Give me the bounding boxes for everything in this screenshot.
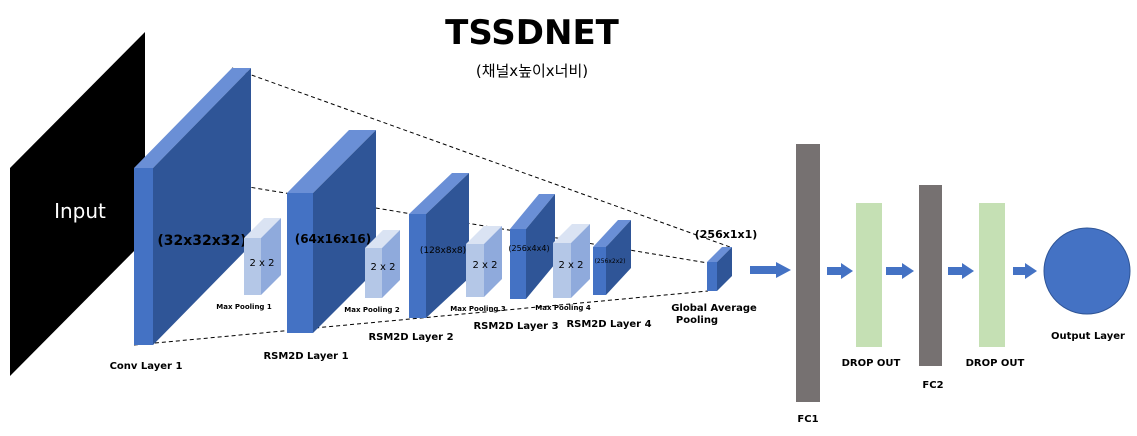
max-pooling-2-side-face [382,230,400,298]
max-pooling-1-label: Max Pooling 1 [216,303,272,311]
rsm2d-layer-2-label: RSM2D Layer 2 [368,332,453,343]
gap-side-face [717,247,732,291]
rsm2d-layer-4-front-face [593,247,606,295]
max-pooling-3-label: Max Pooling 3 [450,305,506,313]
max-pooling-2-kernel: 2 x 2 [371,262,396,273]
rsm2d-layer-2-dims: (128x8x8) [420,246,466,256]
rsm2d-layer-1-top-face [287,130,376,193]
rsm2d-layer-3-label: RSM2D Layer 3 [473,321,558,332]
rsm2d-layer-1-front-face [287,193,313,333]
flow-arrows [750,262,1037,279]
diagram-subtitle: (채널x높이x너비) [476,62,588,80]
max-pooling-1-front-face [244,238,261,295]
rsm2d-layer-4-label: RSM2D Layer 4 [566,319,651,330]
global-average-pooling-block [707,247,732,291]
gap-front-face [707,262,717,291]
rsm2d-layer-1-side-face [313,130,376,333]
rsm2d-layer-4-top-face [593,220,631,247]
rsm2d-layer-1-label: RSM2D Layer 1 [263,351,348,362]
max-pooling-2-block [365,230,400,298]
max-pooling-3-kernel: 2 x 2 [473,260,498,271]
gap-top-face [707,247,732,262]
conv-layer-1-dims: (32x32x32) [157,233,246,249]
fc1-label: FC1 [797,414,818,425]
arrow-dropout1-to-fc2 [886,263,914,279]
conv-layer-1-label: Conv Layer 1 [110,361,183,372]
rsm2d-layer-1-block [287,130,376,333]
output-layer-circle [1043,227,1131,315]
max-pooling-2-front-face [365,248,382,298]
rsm2d-layer-3-front-face [510,229,526,299]
dropout-1-bar [856,203,882,347]
conv-layer-1-top-face [134,68,251,168]
max-pooling-4-kernel: 2 x 2 [559,260,584,271]
max-pooling-1-block [244,218,281,295]
max-pooling-3-side-face [484,226,502,297]
rsm2d-layer-3-dims: (256x4x4) [508,244,549,253]
input-panel [10,32,145,376]
conv-layer-1-side-face [153,68,251,345]
max-pooling-1-side-face [261,218,281,295]
max-pooling-4-side-face [571,224,590,298]
arrow-fc1-to-dropout1 [827,263,853,279]
fc1-bar [796,144,820,402]
output-layer-label: Output Layer [1051,331,1125,342]
max-pooling-4-label: Max Pooling 4 [535,304,591,312]
rsm2d-layer-3-top-face [510,194,555,229]
input-label: Input [54,199,106,223]
diagram-title: TSSDNET [445,13,620,53]
rsm2d-layer-3-block [510,194,555,299]
gap-dims: (256x1x1) [695,228,758,241]
max-pooling-4-block [553,224,590,298]
rsm2d-layer-2-side-face [426,173,469,318]
rsm2d-layer-3-side-face [526,194,555,299]
max-pooling-1-kernel: 2 x 2 [250,258,275,269]
conv-layer-1-front-face [134,168,153,345]
max-pooling-4-top-face [553,224,590,243]
max-pooling-2-top-face [365,230,400,248]
arrow-dropout2-to-output [1013,263,1037,279]
max-pooling-3-top-face [466,226,502,244]
rsm2d-layer-2-front-face [409,214,426,318]
rsm2d-layer-4-dims: (256x2x2) [595,258,626,265]
rsm2d-layer-1-dims: (64x16x16) [295,232,372,246]
fc2-bar [919,185,942,366]
max-pooling-4-front-face [553,243,571,298]
rsm2d-layer-4-side-face [606,220,631,295]
max-pooling-3-block [466,226,502,297]
max-pooling-2-label: Max Pooling 2 [344,306,400,314]
arrow-fc2-to-dropout2 [948,263,974,279]
max-pooling-3-front-face [466,244,484,297]
max-pooling-1-top-face [244,218,281,238]
gap-label-line1: Global Average [671,303,757,314]
dropout-1-label: DROP OUT [842,358,901,369]
dropout-2-bar [979,203,1005,347]
rsm2d-layer-2-top-face [409,173,469,214]
rsm2d-layer-4-block [593,220,631,295]
rsm2d-layer-2-block [409,173,469,318]
dropout-2-label: DROP OUT [966,358,1025,369]
fc2-label: FC2 [922,380,943,391]
gap-label-line2: Pooling [676,315,718,326]
arrow-gap-to-fc1 [750,262,791,278]
conv-layer-1-block [134,68,251,345]
